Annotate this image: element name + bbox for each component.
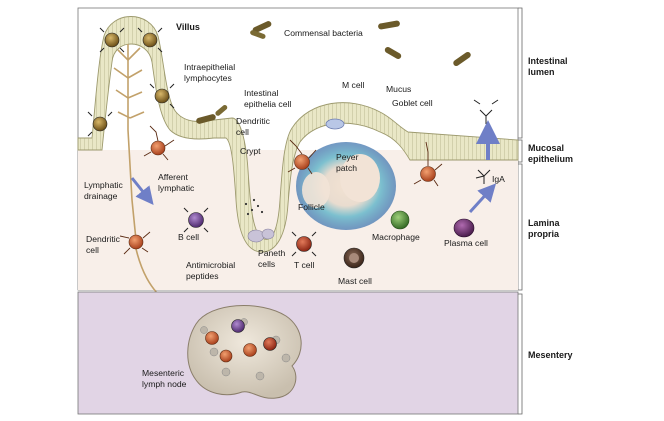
label-lymphatic-drainage-1: Lymphatic — [84, 180, 124, 190]
label-dendritic-left-1: Dendritic — [86, 234, 121, 244]
dendritic-cell-crypt — [287, 139, 317, 175]
label-mast-cell: Mast cell — [338, 276, 372, 286]
label-dendritic-top-1: Dendritic — [236, 116, 271, 126]
m-cell — [325, 118, 345, 130]
peyer-follicle-left — [302, 172, 330, 208]
label-macrophage: Macrophage — [372, 232, 420, 242]
dendritic-cell-villus — [143, 125, 175, 161]
label-dendritic-left-2: cell — [86, 245, 99, 255]
label-antimicrobial-2: peptides — [186, 271, 219, 281]
dendritic-cell-epithelium — [413, 141, 443, 187]
label-b-cell: B cell — [178, 232, 199, 242]
lymph-node-cells — [205, 319, 277, 363]
antimicrobial-peptides — [244, 198, 264, 216]
plasma-cell — [453, 218, 475, 238]
label-paneth-2: cells — [258, 259, 275, 269]
region-lamina-propria-1: Lamina — [528, 218, 561, 228]
lamina-propria-region — [78, 150, 518, 290]
label-intestinal-epi-1: Intestinal — [244, 88, 278, 98]
label-mesenteric-2: lymph node — [142, 379, 187, 389]
villus-lymphatic — [113, 44, 145, 241]
region-mesentery: Mesentery — [528, 350, 573, 360]
label-intraepithelial-1: Intraepithelial — [184, 62, 235, 72]
label-crypt: Crypt — [240, 146, 261, 156]
label-paneth-1: Paneth — [258, 248, 285, 258]
region-intestinal-lumen-2: lumen — [528, 67, 555, 77]
region-intestinal-lumen-1: Intestinal — [528, 56, 568, 66]
paneth-cells — [247, 228, 275, 243]
label-plasma-cell: Plasma cell — [444, 238, 488, 248]
macrophage — [390, 210, 410, 230]
label-intraepithelial-2: lymphocytes — [184, 73, 232, 83]
iga-transport-arrow — [468, 183, 497, 214]
label-afferent-1: Afferent — [158, 172, 189, 182]
label-afferent-2: lymphatic — [158, 183, 195, 193]
region-lamina-propria-2: propria — [528, 229, 560, 239]
peyer-follicle-center — [340, 154, 380, 202]
t-cell — [291, 231, 317, 257]
label-goblet-cell: Goblet cell — [392, 98, 433, 108]
b-cell — [183, 207, 209, 233]
label-dendritic-top-2: cell — [236, 127, 249, 137]
dendritic-cell-lamina — [119, 231, 151, 255]
label-m-cell: M cell — [342, 80, 365, 90]
region-brackets — [518, 7, 523, 415]
label-peyer-2: patch — [336, 163, 357, 173]
label-follicle: Follicle — [298, 202, 325, 212]
label-mesenteric-1: Mesenteric — [142, 368, 185, 378]
label-lymphatic-drainage-2: drainage — [84, 191, 118, 201]
label-mucus: Mucus — [386, 84, 411, 94]
region-mucosal-epithelium-1: Mucosal — [528, 143, 564, 153]
lymphatic-drainage-arrow — [130, 177, 154, 206]
label-antimicrobial-1: Antimicrobial — [186, 260, 235, 270]
label-iga: IgA — [492, 174, 505, 184]
label-intestinal-epi-2: epithelia cell — [244, 99, 291, 109]
region-mucosal-epithelium-2: epithelium — [528, 154, 573, 164]
mast-cell — [343, 247, 365, 269]
label-t-cell: T cell — [294, 260, 314, 270]
label-peyer-1: Peyer — [336, 152, 359, 162]
intraepithelial-lymphocytes — [87, 27, 175, 137]
label-commensal-bacteria: Commensal bacteria — [284, 28, 363, 38]
epithelium-layer — [77, 16, 519, 253]
label-villus: Villus — [176, 22, 200, 32]
commensal-bacteria — [196, 20, 471, 124]
